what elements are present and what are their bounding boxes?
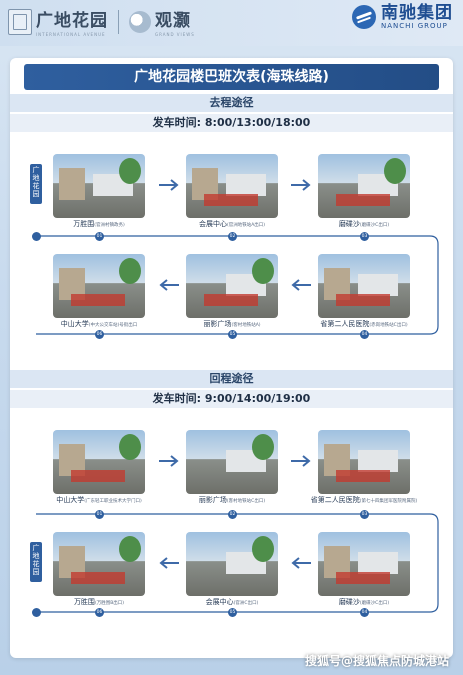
stop-photo-hospital bbox=[318, 254, 410, 318]
brand-b-title: 观灏 bbox=[155, 11, 191, 31]
brand-a: 广地花园 INTERNATIONAL AVENUE bbox=[36, 6, 108, 37]
stop-number: 05 bbox=[228, 330, 237, 339]
stop-label: 会展中心(官洲C出口) bbox=[205, 598, 259, 606]
arrow-left-icon bbox=[291, 279, 311, 291]
nanchi-globe-icon bbox=[352, 5, 376, 29]
stop-number: 04 bbox=[360, 330, 369, 339]
watermark: 搜狐号@搜狐焦点防城港站 bbox=[304, 654, 449, 668]
stop-label: 万胜围(万胜围B出口) bbox=[73, 598, 125, 606]
stop-number: 04 bbox=[360, 608, 369, 617]
arrow-left-icon bbox=[291, 557, 311, 569]
schedule-title: 广地花园楼巴班次表(海珠线路) bbox=[24, 64, 439, 90]
arrow-right-icon bbox=[159, 455, 179, 467]
brand-a-title: 广地花园 bbox=[36, 11, 108, 31]
route-dot-start bbox=[32, 232, 41, 241]
schedule-card: 广地花园楼巴班次表(海珠线路) 去程途径 发车时间: 8:00/13:00/18… bbox=[10, 58, 453, 658]
guangdi-logo-icon bbox=[8, 8, 32, 35]
arrow-left-icon bbox=[159, 279, 179, 291]
arrow-right-icon bbox=[159, 179, 179, 191]
outbound-origin-flag: 广地花园 bbox=[30, 164, 42, 204]
nanchi-en: NANCHI GROUP bbox=[381, 22, 448, 30]
outbound-heading: 去程途径 bbox=[10, 94, 453, 112]
stop-photo-huizhan bbox=[186, 154, 278, 218]
stop-photo-modiesha bbox=[318, 154, 410, 218]
arrow-left-icon bbox=[159, 557, 179, 569]
nanchi-logo: 南驰集团 NANCHI GROUP bbox=[352, 4, 453, 30]
return-destination-flag: 广地花园 bbox=[30, 542, 42, 582]
stop-photo-zhongda bbox=[53, 254, 145, 318]
stop-number: 06 bbox=[95, 608, 104, 617]
stop-photo-wanshengwei bbox=[53, 532, 145, 596]
stop-photo-wanshengwei bbox=[53, 154, 145, 218]
stop-photo-liying bbox=[186, 254, 278, 318]
arrow-right-icon bbox=[291, 179, 311, 191]
stop-label: 丽影广场(客村地铁站C出口) bbox=[198, 496, 266, 504]
stop-label: 省第二人民医院(赤岗地铁站C出口) bbox=[320, 320, 408, 328]
stop-number: 03 bbox=[360, 510, 369, 519]
arrow-right-icon bbox=[291, 455, 311, 467]
nanchi-cn: 南驰集团 bbox=[381, 3, 453, 23]
brand-b: 观灏 GRAND VIEWS bbox=[129, 6, 195, 37]
stop-photo-liying bbox=[186, 430, 278, 494]
stop-number: 01 bbox=[95, 510, 104, 519]
header: 广地花园 INTERNATIONAL AVENUE 观灏 GRAND VIEWS… bbox=[0, 0, 463, 46]
stop-label: 中山大学(中大公交车站)号街出口 bbox=[60, 320, 138, 328]
return-heading: 回程途径 bbox=[10, 370, 453, 388]
return-time: 发车时间: 9:00/14:00/19:00 bbox=[10, 390, 453, 408]
stop-photo-huizhan bbox=[186, 532, 278, 596]
stop-number: 02 bbox=[228, 232, 237, 241]
stop-label: 中山大学(广东轻工职业技术大学门口) bbox=[56, 496, 142, 504]
stop-photo-modiesha bbox=[318, 532, 410, 596]
stop-number: 05 bbox=[228, 608, 237, 617]
stop-label: 省第二人民医院(第七十四集团军医院附属院) bbox=[310, 496, 418, 504]
route-dot-end bbox=[32, 608, 41, 617]
brand-logos: 广地花园 INTERNATIONAL AVENUE 观灏 GRAND VIEWS bbox=[8, 6, 195, 37]
stop-photo-zhongda bbox=[53, 430, 145, 494]
outbound-time: 发车时间: 8:00/13:00/18:00 bbox=[10, 114, 453, 132]
brand-separator bbox=[118, 9, 119, 34]
stop-label: 丽影广场(客村地铁站A) bbox=[203, 320, 261, 328]
brand-b-sub: GRAND VIEWS bbox=[155, 32, 195, 37]
outbound-route-lines bbox=[36, 235, 439, 613]
stop-label: 磨碟沙(磨碟沙C出口) bbox=[338, 598, 390, 606]
stop-number: 03 bbox=[360, 232, 369, 241]
stop-number: 02 bbox=[228, 510, 237, 519]
stop-label: 万胜围(官洲村镇政务) bbox=[73, 220, 125, 228]
stop-label: 会展中心(官洲地铁站A出口) bbox=[198, 220, 266, 228]
stop-number: 06 bbox=[95, 330, 104, 339]
stop-label: 磨碟沙(磨碟沙C出口) bbox=[338, 220, 390, 228]
stop-number: 01 bbox=[95, 232, 104, 241]
brand-a-sub: INTERNATIONAL AVENUE bbox=[36, 32, 106, 37]
stop-photo-hospital bbox=[318, 430, 410, 494]
guanhao-logo-icon bbox=[129, 10, 151, 33]
